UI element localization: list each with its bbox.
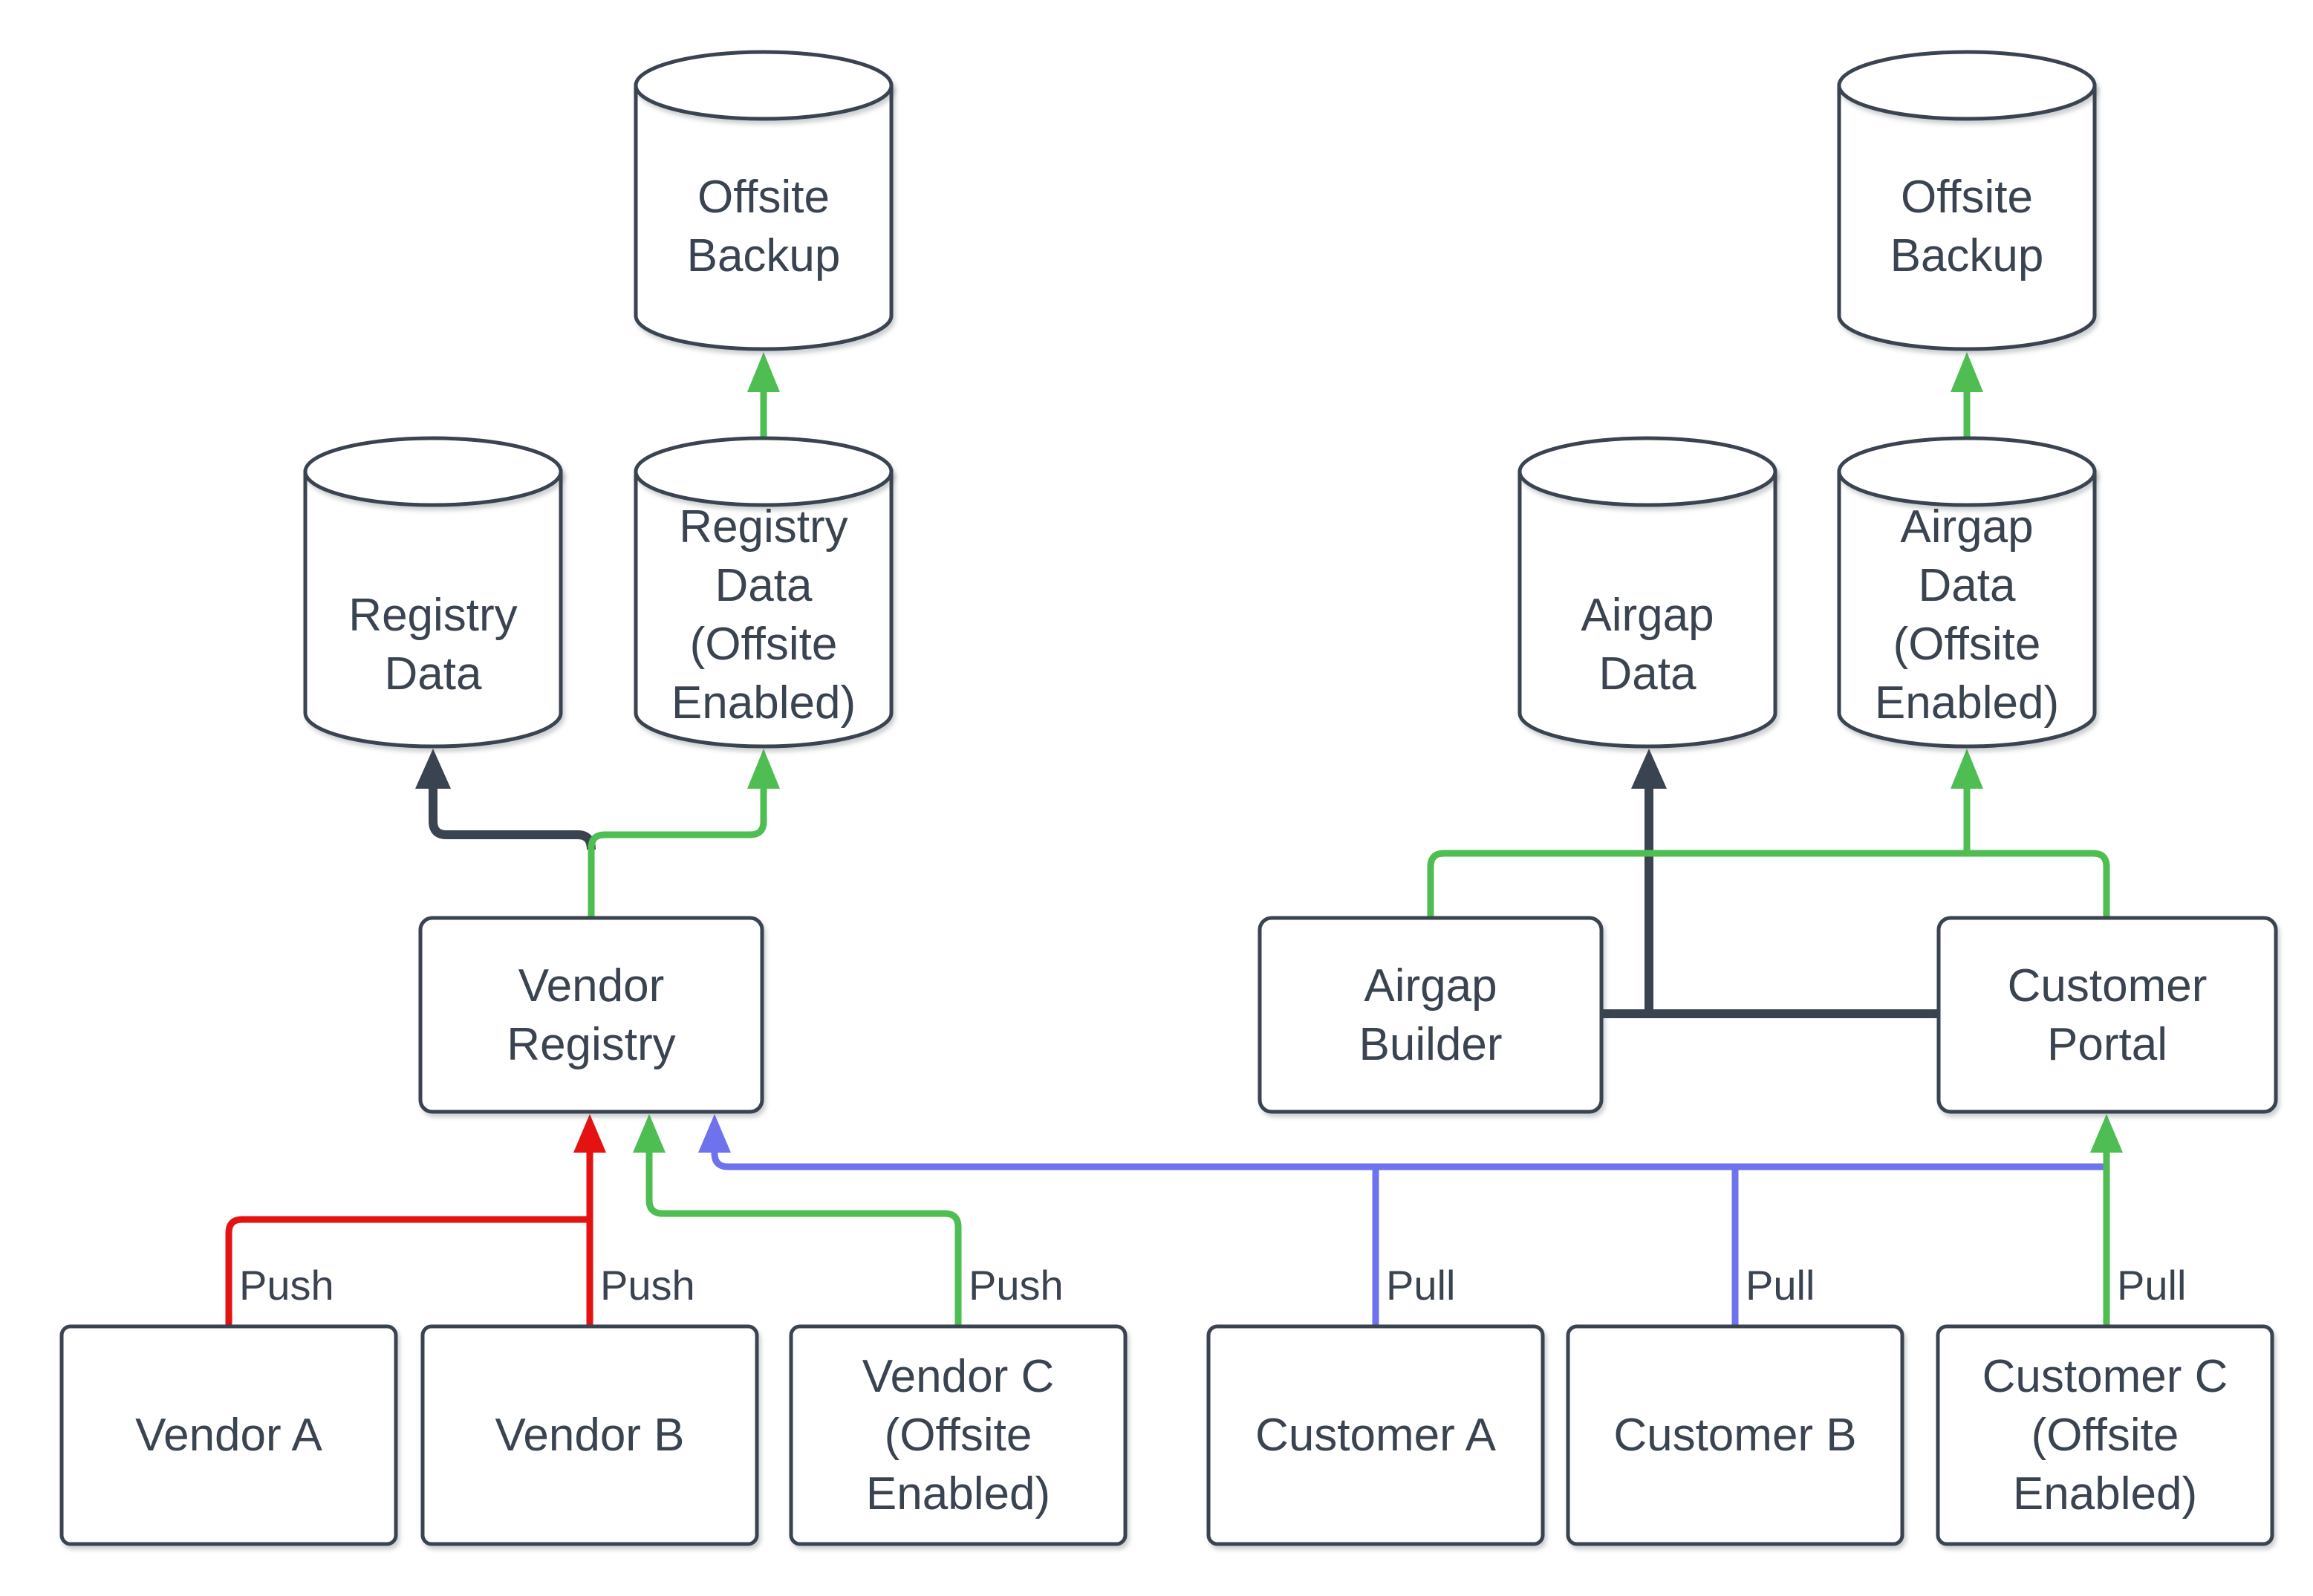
shapes (59, 50, 2278, 1546)
arrowhead-to-airgap-data (1631, 749, 1667, 789)
arrowhead-to-registry-data-offsite (747, 749, 780, 789)
edge-vendor-c-push (645, 1151, 962, 1326)
arrowhead-to-registry-data (415, 749, 451, 789)
edge-vendor-registry-to-registry-data-offsite (588, 787, 767, 918)
box-airgap-builder (1258, 916, 1604, 1114)
arrowhead-pull-into-vendor-registry (698, 1114, 731, 1153)
cylinder-registry-data-offsite (634, 436, 894, 749)
cylinder-airgap-data (1517, 436, 1777, 749)
box-customer-portal (1936, 916, 2278, 1114)
box-vendor-registry (418, 916, 764, 1114)
arrowhead-push-into-vendor-registry (573, 1114, 606, 1153)
box-customer-b (1566, 1324, 1904, 1546)
arrowhead-to-airgap-data-offsite (1951, 749, 1983, 789)
box-vendor-b (420, 1324, 759, 1546)
cylinder-offsite-backup-left (634, 50, 894, 351)
cylinder-registry-data (303, 436, 563, 749)
box-vendor-a (59, 1324, 398, 1546)
edge-pull-rail-to-vendor-registry (711, 1151, 2107, 1170)
edge-vendor-registry-to-registry-data (429, 787, 596, 850)
box-vendor-c (789, 1324, 1128, 1546)
box-customer-c (1936, 1324, 2274, 1546)
edge-offsite-rail-airgap (1427, 850, 2110, 918)
arrowhead-to-offsite-backup-right (1951, 352, 1983, 392)
box-customer-a (1206, 1324, 1545, 1546)
arrowhead-customer-c-into-customer-portal (2090, 1114, 2123, 1153)
cylinder-offsite-backup-right (1837, 50, 2097, 351)
cylinder-airgap-data-offsite (1837, 436, 2097, 749)
arrowhead-to-offsite-backup-left (747, 352, 780, 392)
edge-vendor-a-push (225, 1216, 590, 1326)
edges (225, 352, 2123, 1326)
arrowhead-vendor-c-into-vendor-registry (633, 1114, 666, 1153)
